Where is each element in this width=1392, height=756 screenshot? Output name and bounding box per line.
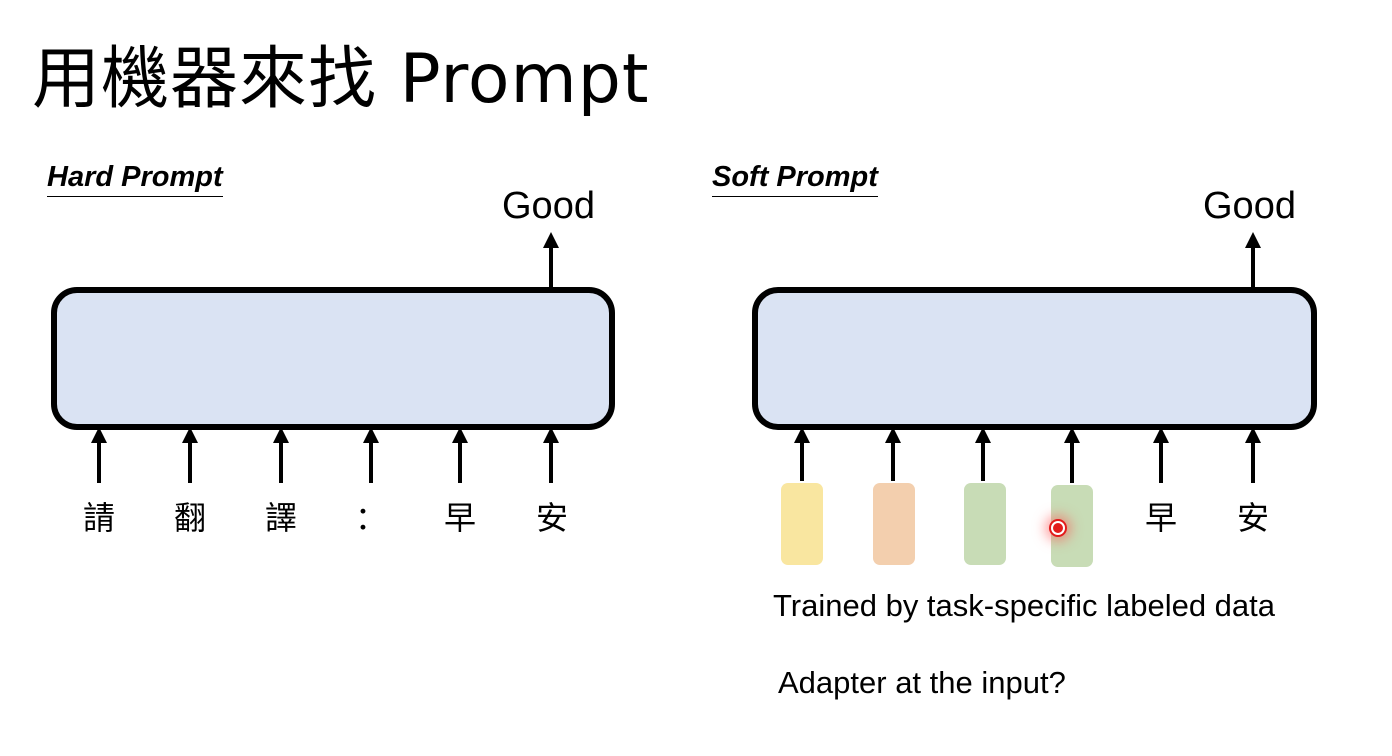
mouse-pointer-indicator	[1051, 521, 1065, 535]
soft-token-1: 早	[1144, 499, 1177, 537]
hard-token-3: 譯	[264, 499, 297, 537]
soft-output-label: Good	[1203, 185, 1296, 227]
hard-output-label: Good	[502, 185, 595, 227]
soft-prompt-vector-3	[964, 483, 1006, 565]
hard-token-2: 翻	[173, 499, 206, 537]
hard-token-4: ：	[354, 499, 387, 537]
adapter-question: Adapter at the input?	[778, 665, 1066, 700]
soft-prompt-label: Soft Prompt	[712, 160, 878, 197]
hard-prompt-label: Hard Prompt	[47, 160, 223, 197]
hard-token-1: 請	[82, 499, 115, 537]
hard-token-5: 早	[443, 499, 476, 537]
page-title: 用機器來找 Prompt	[32, 40, 650, 119]
soft-prompt-note: Trained by task-specific labeled data	[773, 588, 1276, 623]
soft-token-2: 安	[1236, 499, 1269, 537]
hard-model-box	[51, 287, 615, 430]
soft-model-box	[752, 287, 1317, 430]
soft-prompt-vector-1	[781, 483, 823, 565]
soft-prompt-vector-2	[873, 483, 915, 565]
hard-token-6: 安	[535, 499, 568, 537]
